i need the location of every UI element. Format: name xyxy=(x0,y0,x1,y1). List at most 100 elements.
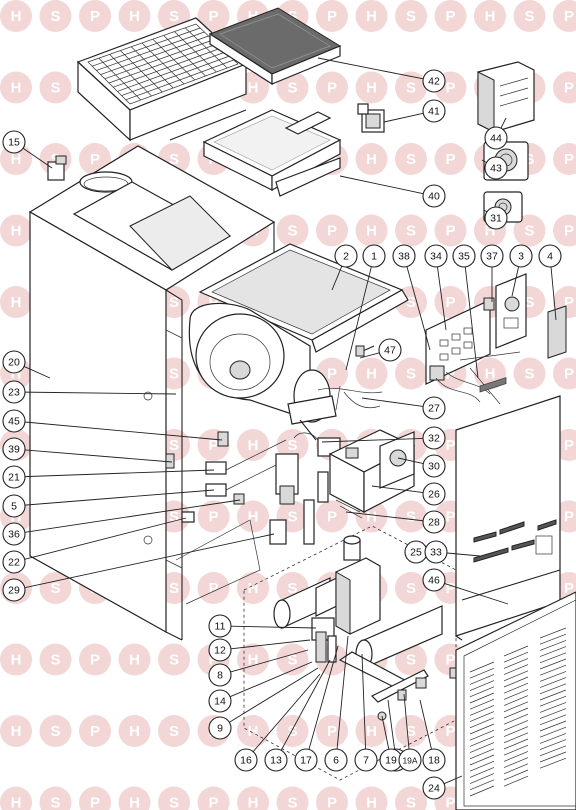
leader-line xyxy=(437,266,447,331)
callout-number: 14 xyxy=(214,696,226,708)
watermark-mark: P xyxy=(197,0,230,32)
svg-text:P: P xyxy=(445,366,455,383)
svg-text:H: H xyxy=(366,795,377,810)
svg-text:P: P xyxy=(445,580,455,597)
svg-text:P: P xyxy=(208,580,218,597)
svg-text:P: P xyxy=(327,366,337,383)
watermark-mark: P xyxy=(197,500,230,533)
svg-text:P: P xyxy=(564,366,574,383)
svg-text:P: P xyxy=(208,294,218,311)
burner-components xyxy=(269,419,341,545)
leader-line xyxy=(23,366,51,379)
watermark-mark: S xyxy=(513,0,546,32)
leader-line xyxy=(361,397,424,407)
svg-text:P: P xyxy=(564,223,574,240)
svg-text:P: P xyxy=(208,652,218,669)
svg-text:S: S xyxy=(524,223,534,240)
svg-text:S: S xyxy=(406,294,416,311)
callout-number: 15 xyxy=(8,137,20,149)
grille-panel xyxy=(455,591,576,810)
callout-25: 25 xyxy=(404,540,428,564)
svg-text:P: P xyxy=(327,80,337,97)
watermark-mark: S xyxy=(158,786,190,810)
callout-number: 25 xyxy=(410,547,422,559)
watermark-mark: H xyxy=(355,214,388,247)
watermark-mark: H xyxy=(118,786,151,810)
watermark-mark: H xyxy=(0,786,32,810)
callout-number: 31 xyxy=(490,213,502,225)
svg-text:P: P xyxy=(208,795,218,810)
svg-text:H: H xyxy=(11,80,22,97)
svg-text:S: S xyxy=(406,80,416,97)
callout-8: 8 xyxy=(208,663,232,687)
svg-text:P: P xyxy=(564,294,574,311)
callout-3: 3 xyxy=(509,244,533,268)
callout-number: 44 xyxy=(490,133,502,145)
leader-line xyxy=(24,499,241,533)
svg-text:S: S xyxy=(169,652,179,669)
callout-22: 22 xyxy=(2,550,26,574)
svg-text:H: H xyxy=(485,366,496,383)
callout-23: 23 xyxy=(2,380,26,404)
leader-line xyxy=(230,649,309,673)
svg-text:P: P xyxy=(445,723,455,740)
watermark-mark: S xyxy=(395,0,427,32)
gas-valve-area xyxy=(243,525,457,781)
callout-number: 26 xyxy=(428,489,440,501)
svg-text:P: P xyxy=(327,151,337,168)
callout-number: 11 xyxy=(215,621,226,633)
watermark-mark: H xyxy=(355,357,388,390)
leader-line xyxy=(321,437,424,443)
filter-pad xyxy=(208,7,342,86)
svg-text:S: S xyxy=(50,723,60,740)
svg-text:P: P xyxy=(564,437,574,454)
part-15 xyxy=(47,155,67,181)
watermark-mark: S xyxy=(276,643,309,676)
leader-line xyxy=(230,625,317,629)
svg-text:S: S xyxy=(169,437,179,454)
callout-35: 35 xyxy=(452,244,476,268)
watermark-mark: S xyxy=(395,71,427,104)
svg-text:S: S xyxy=(50,652,60,669)
leader-line xyxy=(24,469,215,478)
watermark-mark: P xyxy=(79,0,111,32)
leader-line xyxy=(280,659,331,751)
leader-line xyxy=(229,661,313,698)
leader-line xyxy=(483,209,488,213)
leader-line xyxy=(331,266,343,291)
svg-text:S: S xyxy=(50,8,60,25)
callout-number: 34 xyxy=(430,251,442,263)
svg-text:P: P xyxy=(445,652,455,669)
svg-text:H: H xyxy=(366,723,377,740)
callout-number: 2 xyxy=(343,251,349,263)
svg-text:P: P xyxy=(564,151,574,168)
callout-41: 41 xyxy=(422,99,446,123)
callout-number: 40 xyxy=(428,191,440,203)
watermark-mark: P xyxy=(316,214,348,247)
callout-27: 27 xyxy=(422,396,446,420)
watermark-mark: S xyxy=(276,786,309,810)
callout-19a: 19A xyxy=(398,748,422,772)
svg-text:S: S xyxy=(169,151,179,168)
svg-text:P: P xyxy=(327,795,337,810)
svg-text:P: P xyxy=(445,795,455,810)
svg-text:S: S xyxy=(169,8,179,25)
watermark-mark: S xyxy=(276,715,309,747)
thermostat-44 xyxy=(477,61,535,133)
watermark-mark: P xyxy=(553,214,576,247)
callout-number: 7 xyxy=(363,755,369,767)
svg-text:P: P xyxy=(564,509,574,526)
callout-number: 41 xyxy=(428,106,440,118)
callout-number: 24 xyxy=(428,783,440,795)
callout-number: 29 xyxy=(8,585,20,597)
callout-20: 20 xyxy=(2,350,26,374)
callout-number: 13 xyxy=(270,755,282,767)
leader-line xyxy=(359,352,380,359)
callout-43: 43 xyxy=(484,156,508,180)
watermark-mark: H xyxy=(118,0,151,32)
svg-text:P: P xyxy=(327,723,337,740)
callout-33: 33 xyxy=(424,540,448,564)
svg-text:H: H xyxy=(11,8,22,25)
watermark-mark: S xyxy=(276,429,309,461)
